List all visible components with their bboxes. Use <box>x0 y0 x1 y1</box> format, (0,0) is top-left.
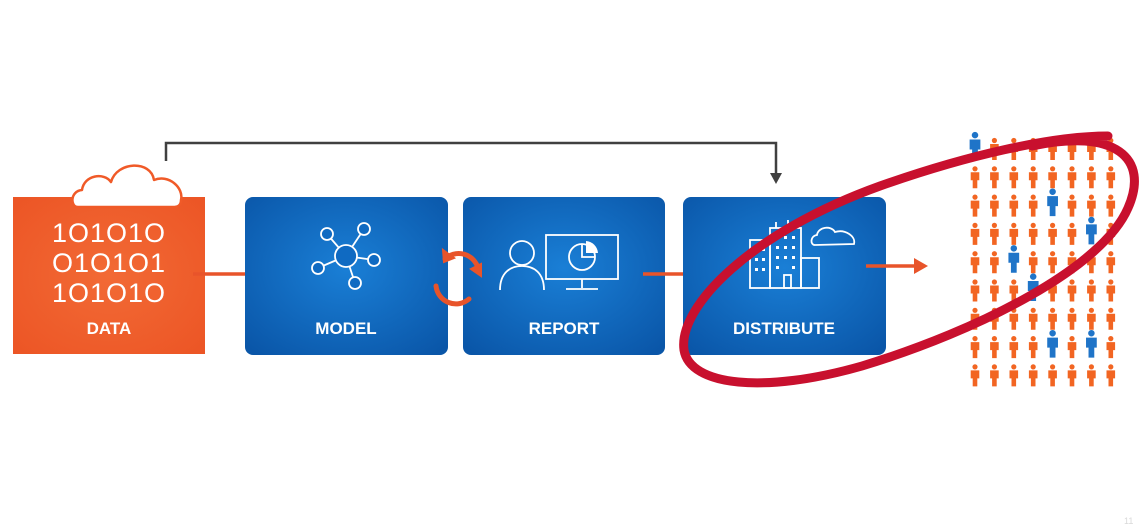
binary-line-3: 1O1O1O <box>52 278 166 308</box>
cloud-icon <box>71 164 183 209</box>
person-icon <box>1067 307 1077 330</box>
person-icon <box>1048 251 1057 274</box>
person-icon <box>1067 166 1077 189</box>
person-icon <box>1028 222 1038 245</box>
model-box <box>245 197 448 355</box>
person-icon <box>1087 194 1096 217</box>
person-icon <box>990 194 999 217</box>
person-icon <box>1067 364 1077 387</box>
model-step: MODEL <box>245 197 448 355</box>
refresh-cycle-icon <box>433 247 482 307</box>
person-icon <box>1028 336 1038 359</box>
person-icon <box>1009 364 1019 387</box>
person-icon <box>1009 166 1019 189</box>
model-label: MODEL <box>315 319 376 338</box>
person-icon <box>1067 194 1077 217</box>
binary-line-1: 1O1O1O <box>52 218 166 248</box>
person-icon <box>970 279 980 302</box>
person-icon <box>970 251 980 274</box>
arrow-distribute-to-audience <box>866 258 928 274</box>
person-icon <box>1087 364 1096 387</box>
user-with-monitor-chart-icon <box>499 234 619 291</box>
person-icon <box>1087 166 1096 189</box>
distribute-label: DISTRIBUTE <box>733 319 835 338</box>
person-icon <box>1028 166 1038 189</box>
person-icon <box>1028 364 1038 387</box>
person-icon <box>1087 279 1096 302</box>
person-icon <box>1048 222 1057 245</box>
person-icon <box>1106 194 1116 217</box>
person-icon <box>1067 279 1077 302</box>
person-icon <box>1009 222 1019 245</box>
person-icon <box>1087 307 1096 330</box>
report-label: REPORT <box>529 319 600 338</box>
person-icon <box>970 166 980 189</box>
person-icon <box>970 222 980 245</box>
data-label: DATA <box>87 319 132 338</box>
person-icon <box>1009 194 1019 217</box>
person-icon <box>1106 251 1116 274</box>
person-icon-highlighted <box>1047 188 1058 217</box>
person-icon <box>1106 279 1116 302</box>
person-icon <box>1048 166 1057 189</box>
person-icon <box>1106 166 1116 189</box>
person-icon <box>1028 251 1038 274</box>
audience-grid <box>969 131 1116 387</box>
person-icon <box>990 364 999 387</box>
person-icon <box>1028 194 1038 217</box>
person-icon <box>970 194 980 217</box>
data-box <box>13 197 205 354</box>
distribute-step: DISTRIBUTE <box>683 197 886 355</box>
connector-arrowhead <box>770 173 782 184</box>
highlight-circle <box>679 131 1139 388</box>
person-icon <box>1048 307 1057 330</box>
person-icon <box>1106 336 1116 359</box>
person-icon <box>1028 307 1038 330</box>
person-icon <box>1067 222 1077 245</box>
person-icon <box>1106 364 1116 387</box>
person-icon <box>990 166 999 189</box>
person-icon-highlighted <box>1086 329 1097 358</box>
person-icon <box>970 364 980 387</box>
binary-line-2: O1O1O1 <box>52 248 166 278</box>
person-icon <box>970 336 980 359</box>
person-icon-highlighted <box>1086 216 1097 245</box>
data-step: 1O1O1O O1O1O1 1O1O1O DATA <box>13 164 205 354</box>
page-number: 11 <box>1124 516 1133 526</box>
person-icon-highlighted <box>1047 329 1058 358</box>
person-icon <box>990 279 999 302</box>
person-icon <box>1048 364 1057 387</box>
feedback-connector <box>164 141 778 178</box>
person-icon <box>1067 336 1077 359</box>
report-step: REPORT <box>463 197 665 355</box>
report-box <box>463 197 665 355</box>
person-icon <box>990 336 999 359</box>
person-icon-highlighted <box>1008 245 1020 273</box>
network-hub-icon <box>311 222 381 290</box>
person-icon <box>990 251 999 274</box>
person-icon <box>1106 307 1116 330</box>
person-icon <box>1009 336 1019 359</box>
person-icon <box>990 222 999 245</box>
